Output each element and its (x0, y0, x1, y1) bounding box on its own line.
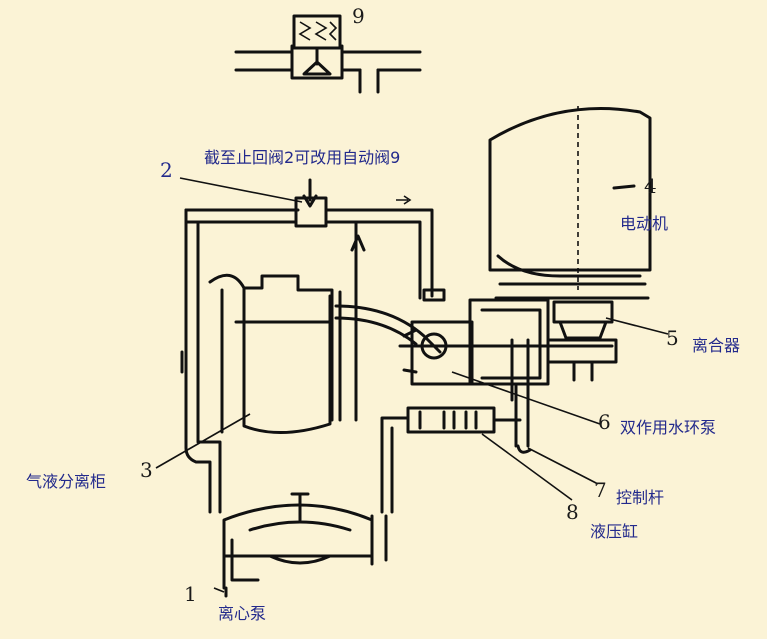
label-valve: 截至止回阀2可改用自动阀9 (204, 148, 401, 167)
double-acting-ring-pump (398, 288, 614, 425)
hydraulic-cylinder (380, 384, 599, 514)
component-number-6: 6 (598, 410, 611, 434)
label-separator: 气液分离柜 (26, 472, 107, 491)
clutch (546, 300, 669, 382)
label-lever: 控制杆 (616, 488, 665, 507)
piping-loop (179, 177, 442, 514)
component-number-8: 8 (566, 500, 579, 524)
label-ring-pump: 双作用水环泵 (620, 418, 717, 437)
component-number-2: 2 (160, 158, 173, 182)
component-number-9: 9 (352, 4, 365, 28)
centrifugal-pump (213, 492, 388, 598)
component-number-1: 1 (184, 582, 197, 606)
label-motor: 电动机 (620, 214, 669, 233)
component-number-3: 3 (140, 458, 153, 482)
electric-motor (488, 106, 652, 300)
label-centrifugal-pump: 离心泵 (218, 604, 267, 623)
valve-9-inset (234, 14, 422, 94)
component-number-4: 4 (644, 174, 657, 198)
label-cylinder: 液压缸 (590, 522, 639, 541)
gas-liquid-separator (155, 273, 342, 469)
label-clutch: 离合器 (692, 336, 741, 355)
component-number-5: 5 (666, 326, 679, 350)
component-number-7: 7 (594, 478, 607, 502)
